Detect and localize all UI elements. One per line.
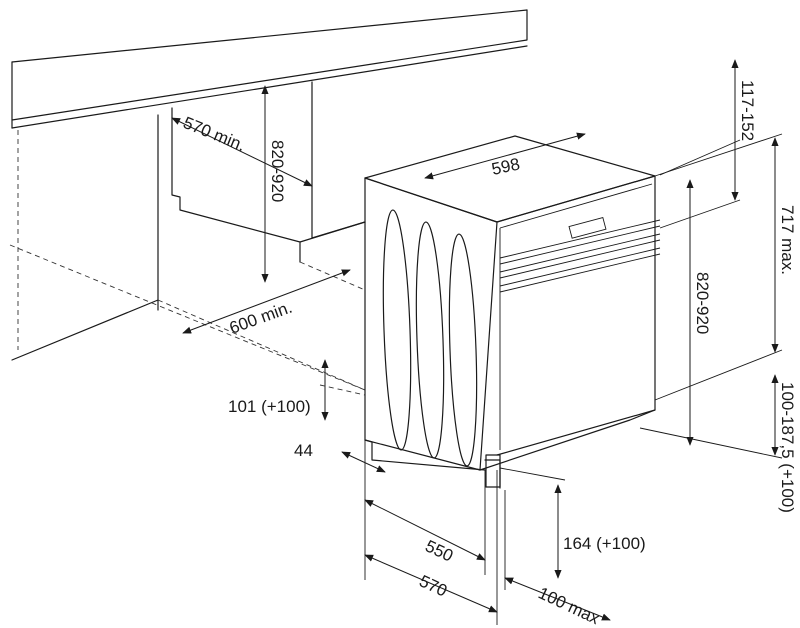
dim-598 [424,132,586,180]
control-panel [499,216,661,293]
side-embossing [382,209,478,467]
label-598: 598 [490,154,522,178]
label-570-min: 570 min. [181,113,249,155]
label-44: 44 [294,441,313,460]
dim-600-min [182,269,351,334]
dim-100-max [504,490,611,621]
dim-717-max [654,133,783,401]
countertop [11,9,528,129]
dim-117-152 [659,59,741,229]
floor-lines [9,244,366,391]
dim-44 [341,451,386,473]
label-164: 164 (+100) [563,534,646,553]
left-cabinet [11,114,159,361]
label-101: 101 (+100) [228,397,311,416]
label-820-920-left: 820-920 [268,140,287,202]
label-100-187: 100-187,5 (+100) [778,382,797,513]
dim-570 [364,470,498,625]
dim-100-187 [639,374,783,459]
dishwasher-body [364,135,656,489]
dim-570-min [171,117,313,187]
label-820-920-right: 820-920 [693,272,712,334]
dim-101 [319,359,366,421]
label-550: 550 [422,536,456,565]
label-717-max: 717 max. [778,205,797,275]
label-117-152: 117-152 [738,80,757,141]
label-570: 570 [416,571,450,600]
dim-164 [499,467,566,579]
label-100-max: 100 max [535,583,603,628]
